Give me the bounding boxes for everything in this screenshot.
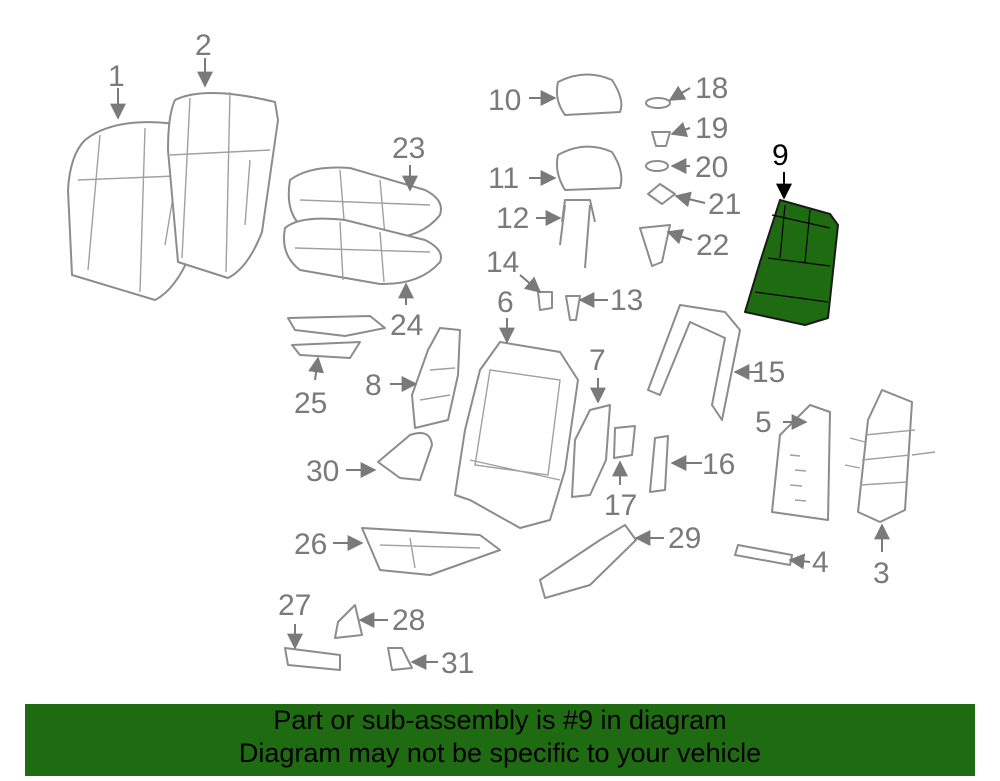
part-20-ring[interactable] (645, 160, 669, 172)
callout-5: 5 (755, 406, 772, 439)
callout-12: 12 (496, 202, 529, 235)
callout-8: 8 (365, 369, 382, 402)
info-banner: Part or sub-assembly is #9 in diagram Di… (25, 704, 975, 776)
callout-15: 15 (752, 356, 785, 389)
part-19-guide[interactable] (651, 131, 671, 147)
part-25-pad[interactable] (287, 315, 386, 359)
part-8-side-panel[interactable] (411, 327, 461, 429)
part-27-cover[interactable] (284, 647, 341, 671)
part-4-trim[interactable] (734, 544, 793, 566)
part-14-clip[interactable] (537, 291, 553, 311)
callout-11: 11 (488, 162, 519, 195)
callout-14: 14 (486, 246, 519, 279)
part-21-trim[interactable] (647, 183, 676, 205)
callout-1: 1 (108, 60, 125, 93)
callout-20: 20 (695, 151, 728, 184)
callout-23: 23 (392, 132, 425, 165)
callout-21: 21 (708, 188, 741, 221)
part-9-back-panel-highlighted[interactable] (744, 199, 839, 326)
callout-17: 17 (604, 489, 637, 522)
part-17-bracket[interactable] (613, 425, 636, 459)
part-22-guide[interactable] (639, 224, 671, 267)
callout-24: 24 (390, 309, 423, 342)
part-31-clip[interactable] (387, 647, 413, 671)
part-2-seat-back-cover[interactable] (167, 91, 279, 279)
callout-16: 16 (702, 448, 735, 481)
callout-25: 25 (294, 387, 327, 420)
callout-22: 22 (696, 229, 729, 262)
callout-28: 28 (392, 604, 425, 637)
callout-7: 7 (589, 344, 606, 377)
callout-31: 31 (441, 647, 474, 680)
part-26-adjuster[interactable] (361, 527, 501, 576)
callout-4: 4 (812, 546, 829, 579)
part-7-recliner-cover[interactable] (571, 404, 611, 498)
banner-line-2: Diagram may not be specific to your vehi… (238, 738, 762, 768)
callout-6: 6 (497, 286, 514, 319)
part-10-headrest[interactable] (555, 73, 623, 116)
part-29-shield[interactable] (539, 524, 637, 599)
part-28-bracket[interactable] (334, 604, 363, 639)
callout-27: 27 (278, 589, 311, 622)
callout-10: 10 (488, 84, 521, 117)
callout-18: 18 (695, 72, 728, 105)
part-6-seat-frame[interactable] (454, 341, 579, 529)
part-18-ring[interactable] (645, 97, 671, 109)
leader-lines (110, 58, 890, 670)
callout-3: 3 (873, 557, 890, 590)
part-3-heater[interactable] (844, 389, 936, 523)
banner-line-1: Part or sub-assembly is #9 in diagram (273, 705, 727, 735)
part-16-bezel[interactable] (649, 435, 669, 493)
callout-2: 2 (195, 29, 212, 62)
part-30-bracket[interactable] (377, 432, 433, 481)
part-5-pad[interactable] (771, 404, 831, 521)
callout-9-highlighted: 9 (772, 139, 789, 172)
part-12-headrest-frame[interactable] (559, 199, 596, 269)
parts-diagram: 1 2 3 4 5 6 7 8 9 10 11 12 13 14 15 16 1… (67, 29, 936, 680)
callout-30: 30 (306, 455, 339, 488)
callout-29: 29 (668, 522, 701, 555)
part-24-cushion-pad[interactable] (283, 217, 442, 286)
callout-13: 13 (610, 284, 643, 317)
part-15-frame-wire[interactable] (647, 304, 741, 421)
callout-26: 26 (294, 528, 327, 561)
callout-19: 19 (695, 112, 728, 145)
part-11-headrest[interactable] (555, 145, 623, 191)
part-13-bolt[interactable] (565, 295, 581, 321)
